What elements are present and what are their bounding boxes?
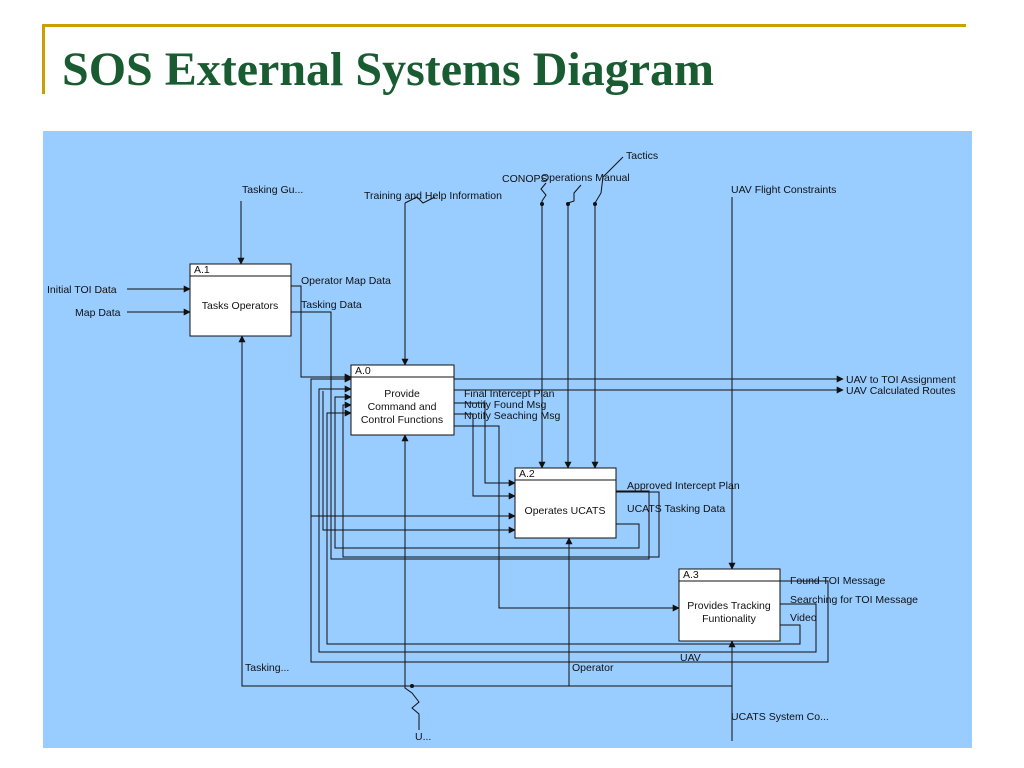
- label-searching-toi-message: Searching for TOI Message: [790, 594, 918, 606]
- label-map-data: Map Data: [75, 307, 121, 319]
- mech-tasking: Tasking...: [238, 335, 733, 741]
- label-u: U...: [415, 731, 431, 743]
- label-conops: CONOPS: [502, 173, 548, 185]
- mech-operator: Operator: [565, 537, 614, 686]
- activity-a2[interactable]: A.2 Operates UCATS: [514, 467, 617, 539]
- arrow-tasking-guidance: Tasking Gu...: [237, 184, 303, 265]
- activity-a3-name-2: Funtionality: [702, 613, 756, 625]
- flow-notify-seaching-msg: Notify Seaching Msg: [454, 410, 560, 500]
- activity-a0-id: A.0: [355, 365, 371, 377]
- label-ucats-tasking-data: UCATS Tasking Data: [627, 503, 725, 515]
- label-uav-flight-constraints: UAV Flight Constraints: [731, 184, 836, 196]
- activity-a0-name-1: Provide: [384, 388, 420, 400]
- label-tasking: Tasking...: [245, 662, 289, 674]
- label-tasking-guidance: Tasking Gu...: [242, 184, 303, 196]
- activity-a1-id: A.1: [194, 264, 210, 276]
- activity-a3[interactable]: A.3 Provides Tracking Funtionality: [678, 568, 781, 642]
- activity-a3-name-1: Provides Tracking: [687, 600, 771, 612]
- arrow-map-data: Map Data: [75, 307, 191, 319]
- activity-a2-name: Operates UCATS: [525, 505, 606, 517]
- label-found-toi-message: Found TOI Message: [790, 575, 885, 587]
- idef0-diagram: A.1 Tasks Operators A.0 Provide Command …: [43, 131, 972, 748]
- label-initial-toi-data: Initial TOI Data: [47, 284, 117, 296]
- activity-a0-name-3: Control Functions: [361, 414, 443, 426]
- flow-approved-intercept-plan: Approved Intercept Plan: [342, 401, 740, 558]
- activity-a1[interactable]: A.1 Tasks Operators: [189, 263, 292, 337]
- label-operations-manual: Operations Manual: [541, 172, 630, 184]
- flow-notify-found-msg: Notify Found Msg: [454, 399, 546, 487]
- title-accent-left: [42, 24, 45, 94]
- arrow-initial-toi-data: Initial TOI Data: [47, 284, 191, 296]
- arrow-uav-flight-constraints: UAV Flight Constraints: [728, 184, 836, 570]
- label-final-intercept-plan: Final Intercept Plan: [464, 388, 555, 400]
- arrow-tactics: Tactics: [591, 150, 658, 469]
- flow-video: Video: [326, 409, 817, 645]
- label-operator: Operator: [572, 662, 614, 674]
- activity-a1-name: Tasks Operators: [202, 300, 278, 312]
- label-video: Video: [790, 612, 817, 624]
- flow-ucats-tasking-data: UCATS Tasking Data: [334, 393, 725, 549]
- flow-a0-to-a3: [454, 425, 680, 612]
- label-ucats-system: UCATS System Co...: [731, 711, 829, 723]
- flow-operator-map-data: Operator Map Data: [291, 275, 391, 381]
- activity-a3-id: A.3: [683, 569, 699, 581]
- arrow-training-help: Training and Help Information: [364, 190, 502, 366]
- label-notify-seaching-msg: Notify Seaching Msg: [464, 410, 560, 422]
- label-uav-calculated-routes: UAV Calculated Routes: [846, 385, 956, 397]
- label-approved-intercept-plan: Approved Intercept Plan: [627, 480, 740, 492]
- label-uav-to-toi-assignment: UAV to TOI Assignment: [846, 374, 956, 386]
- page-title: SOS External Systems Diagram: [62, 43, 714, 96]
- label-operator-map-data: Operator Map Data: [301, 275, 391, 287]
- label-training-help: Training and Help Information: [364, 190, 502, 202]
- activity-a0-name-2: Command and: [368, 401, 437, 413]
- mech-ucats-system: UCATS System Co...: [728, 640, 829, 723]
- label-notify-found-msg: Notify Found Msg: [464, 399, 546, 411]
- title-accent-top: [42, 24, 966, 27]
- arrow-conops: CONOPS: [502, 173, 548, 469]
- flow-tasking-data: Tasking Data: [291, 299, 650, 560]
- activity-a2-id: A.2: [519, 468, 535, 480]
- flow-searching-toi-message: Searching for TOI Message: [318, 385, 918, 653]
- label-tactics: Tactics: [626, 150, 658, 162]
- mech-u: U...: [401, 434, 431, 743]
- flow-final-intercept-plan: Final Intercept Plan: [454, 375, 844, 400]
- activity-a0[interactable]: A.0 Provide Command and Control Function…: [350, 364, 455, 436]
- arrow-operations-manual: Operations Manual: [541, 172, 630, 469]
- label-tasking-data: Tasking Data: [301, 299, 362, 311]
- label-uav: UAV: [680, 652, 701, 664]
